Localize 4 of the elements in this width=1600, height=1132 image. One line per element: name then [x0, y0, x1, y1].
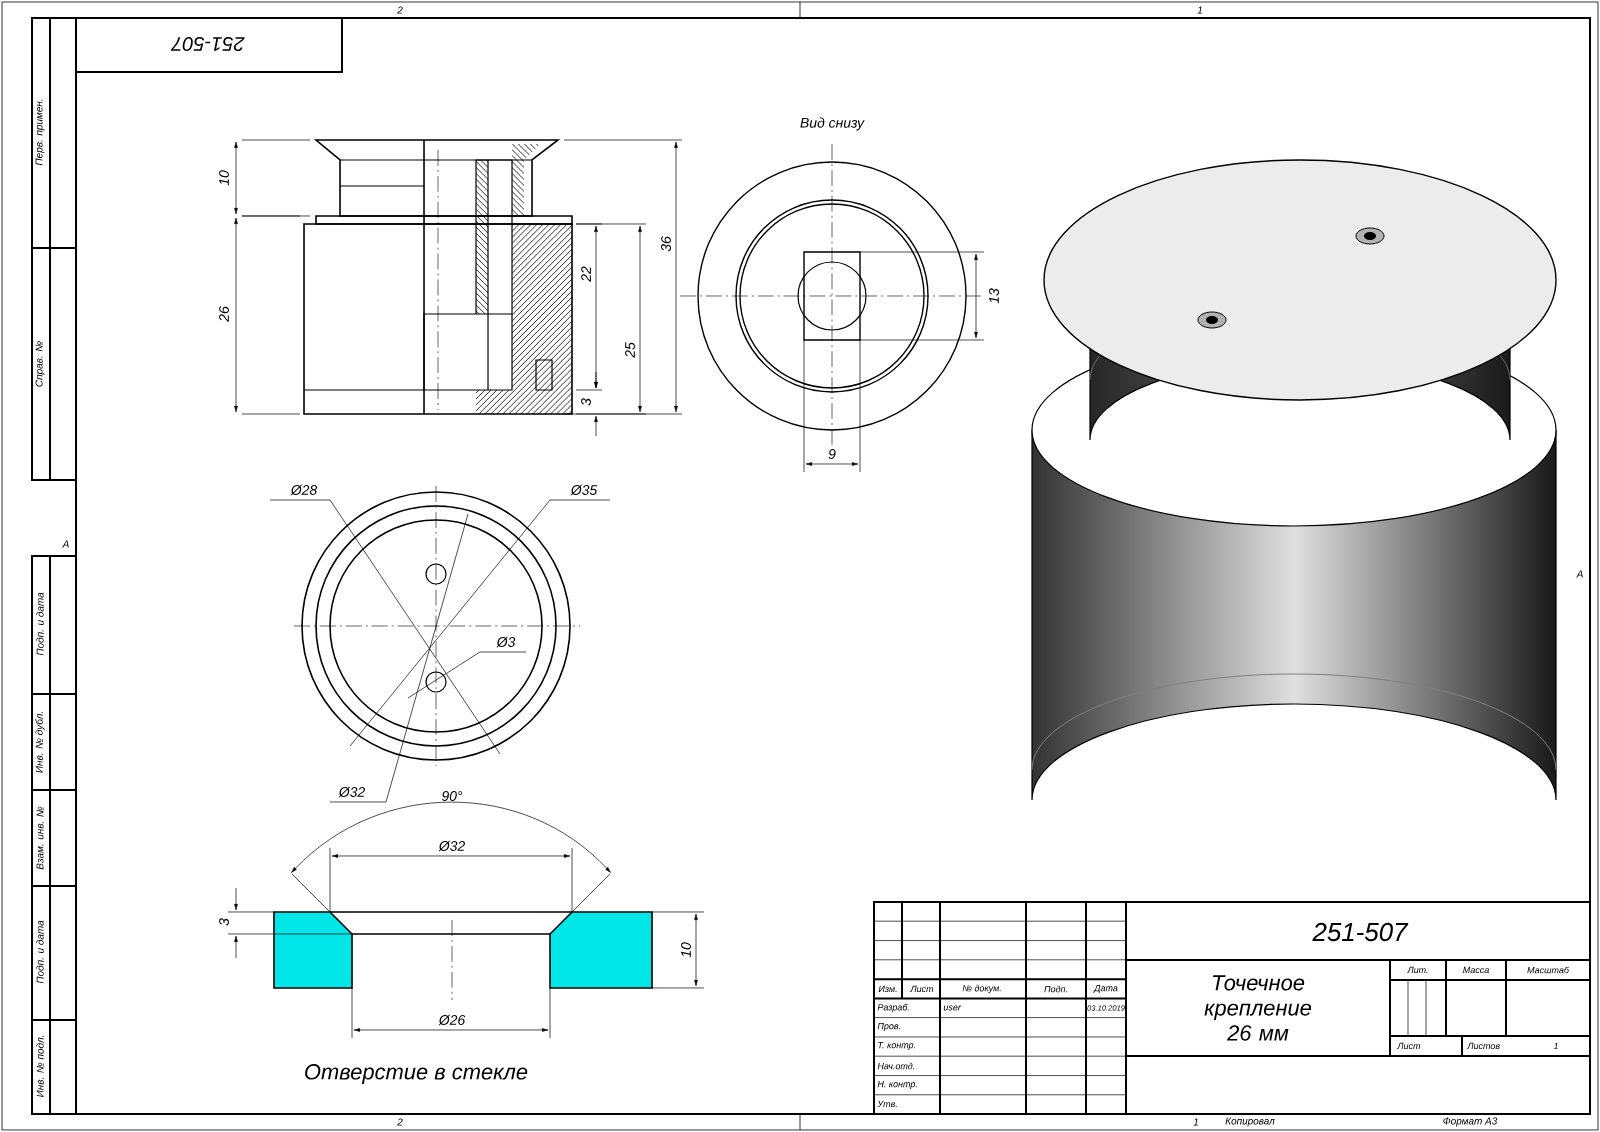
view-caption: Отверстие в стекле: [305, 1064, 528, 1084]
part-name: Точечное крепление 26 мм: [1204, 975, 1312, 1041]
stamp-number: 251-507: [170, 36, 245, 52]
drawing-number: 251-507: [1312, 922, 1409, 942]
